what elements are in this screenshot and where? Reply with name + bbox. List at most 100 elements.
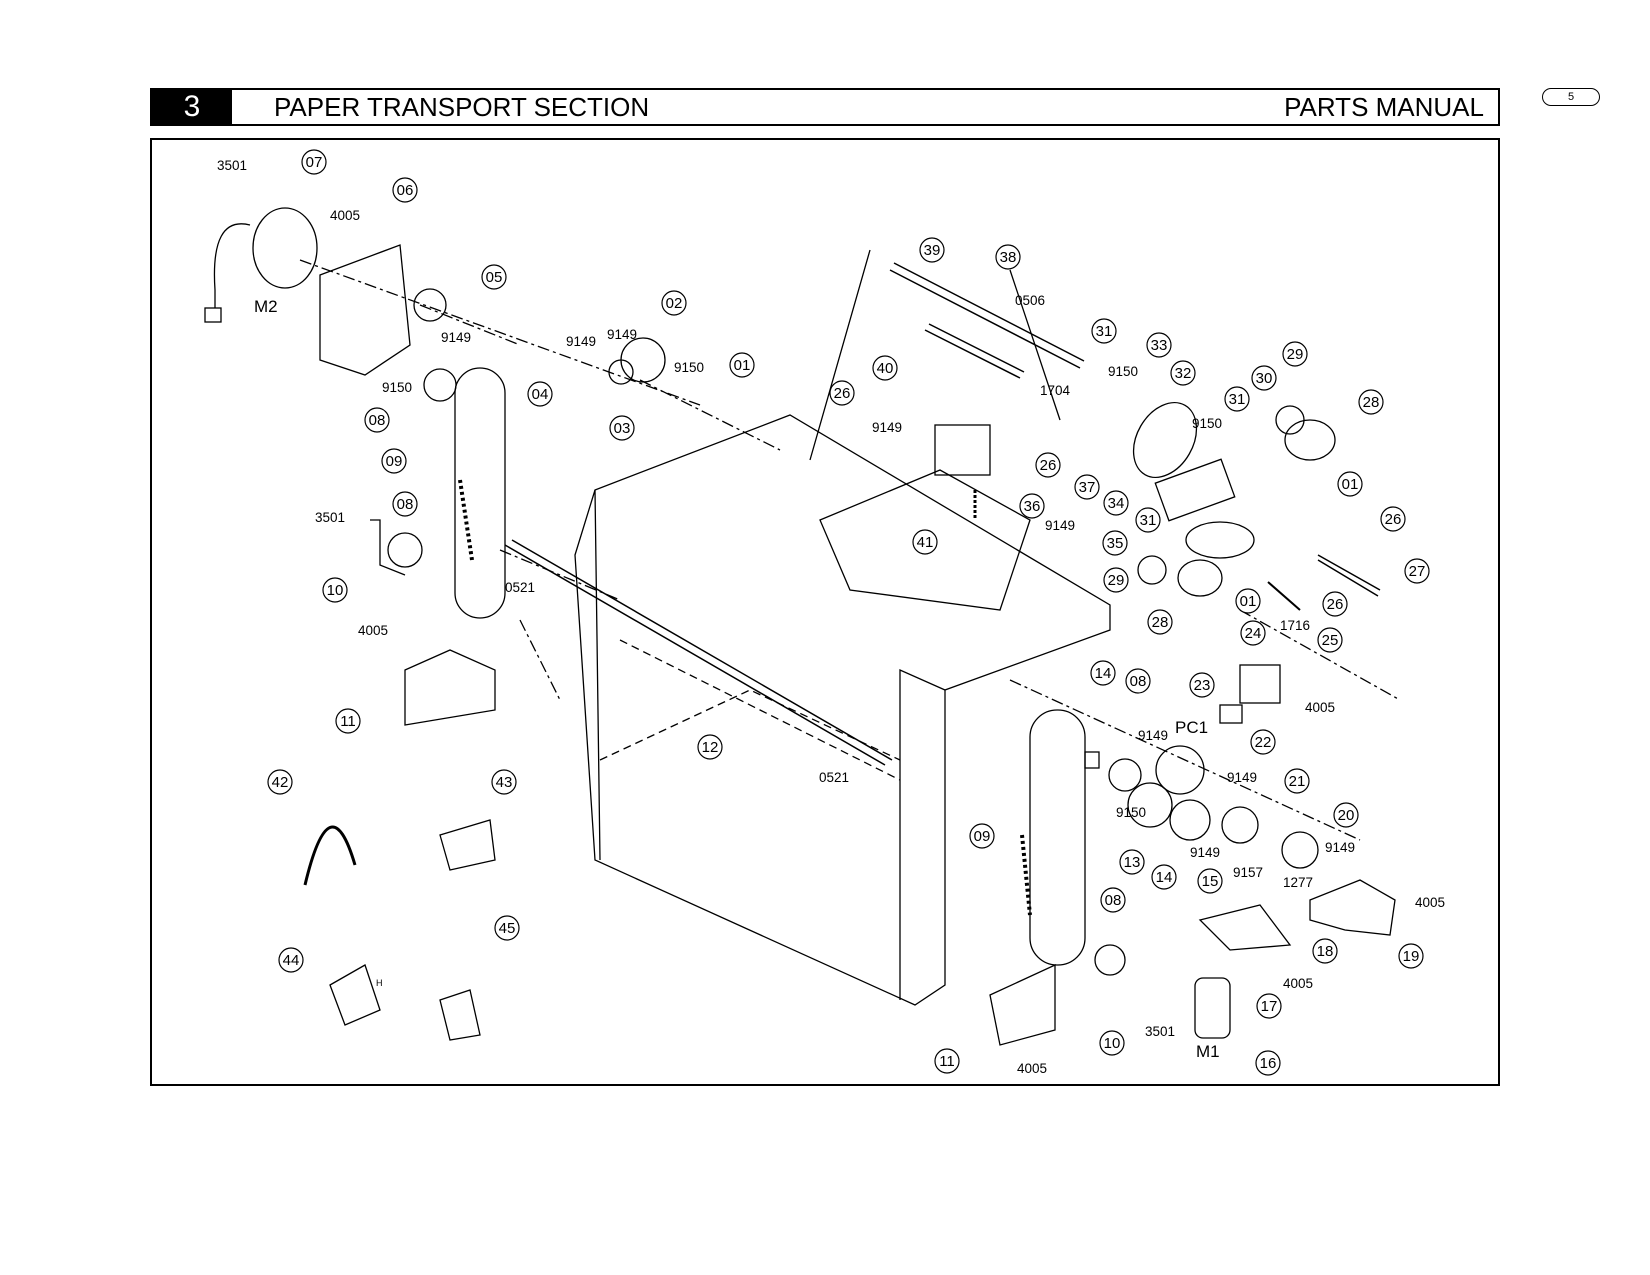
code-9149-g: 9149	[1227, 770, 1257, 785]
code-9149-b: 9149	[566, 334, 596, 349]
svg-text:19: 19	[1403, 948, 1420, 965]
callout-17: 17	[1256, 993, 1282, 1019]
roller-28-upper	[1284, 419, 1336, 461]
code-9157: 9157	[1233, 865, 1263, 880]
svg-text:25: 25	[1322, 632, 1339, 649]
callout-10b: 10	[1099, 1030, 1125, 1056]
callout-28a: 28	[1358, 389, 1384, 415]
callout-31b: 31	[1224, 386, 1250, 412]
callout-03: 03	[609, 415, 635, 441]
explode-line-left	[499, 549, 621, 701]
shaft-12	[504, 539, 893, 766]
callout-31a: 31	[1091, 318, 1117, 344]
code-3501-b: 3501	[315, 510, 345, 525]
callout-24: 24	[1240, 620, 1266, 646]
explode-line-right	[1009, 609, 1401, 841]
bracket-11-left	[404, 649, 496, 726]
screw-1716	[1267, 581, 1301, 611]
code-4005-c: 4005	[1305, 700, 1335, 715]
svg-text:28: 28	[1363, 394, 1380, 411]
svg-text:08: 08	[1130, 673, 1147, 690]
callout-35: 35	[1102, 530, 1128, 556]
gear-13	[1127, 782, 1173, 828]
callout-29a: 29	[1282, 341, 1308, 367]
callout-26b: 26	[1035, 452, 1061, 478]
bracket-callout-lines	[809, 249, 1061, 461]
svg-text:08: 08	[397, 496, 414, 513]
code-9149-h: 9149	[1190, 845, 1220, 860]
svg-text:45: 45	[499, 920, 516, 937]
page-number-badge: 5	[1542, 88, 1600, 106]
svg-text:21: 21	[1289, 773, 1306, 790]
code-0506: 0506	[1015, 293, 1045, 308]
svg-text:26: 26	[1327, 596, 1344, 613]
callout-04: 04	[527, 381, 553, 407]
frame-hidden-lines	[599, 639, 901, 781]
main-frame-outline	[574, 414, 1111, 1006]
svg-text:01: 01	[1240, 593, 1257, 610]
code-3501-c: 3501	[1145, 1024, 1175, 1039]
callout-28b: 28	[1147, 609, 1173, 635]
callout-11a: 11	[335, 708, 361, 734]
code-9150-a: 9150	[382, 380, 412, 395]
label-m2: M2	[254, 297, 278, 316]
chain-09-left	[458, 479, 474, 561]
code-4005-a: 4005	[330, 208, 360, 223]
code-9149-c: 9149	[607, 327, 637, 342]
callout-07: 07	[301, 149, 327, 175]
code-1277: 1277	[1283, 875, 1313, 890]
motor-m2-cable	[213, 223, 251, 308]
callout-14b: 14	[1151, 864, 1177, 890]
shaft-39	[924, 323, 1025, 379]
code-4005-e: 4005	[1283, 976, 1313, 991]
gear-14	[1169, 799, 1211, 841]
code-4005-d: 4005	[1415, 895, 1445, 910]
svg-text:20: 20	[1338, 807, 1355, 824]
svg-text:26: 26	[834, 385, 851, 402]
svg-text:29: 29	[1287, 346, 1304, 363]
code-9150-c: 9150	[1108, 364, 1138, 379]
sensor-plate-24	[1239, 664, 1281, 704]
callout-43: 43	[491, 769, 517, 795]
svg-text:31: 31	[1096, 323, 1113, 340]
label-pc1: PC1	[1175, 718, 1208, 737]
code-4005-b: 4005	[358, 623, 388, 638]
callout-13: 13	[1119, 849, 1145, 875]
roller-35	[1185, 521, 1255, 559]
chain-loop-left	[454, 367, 506, 619]
sprocket-08-upper	[423, 368, 457, 402]
svg-text:13: 13	[1124, 854, 1141, 871]
main-frame-edges	[594, 489, 946, 1000]
callout-26a: 26	[829, 380, 855, 406]
guide-plate	[819, 469, 1031, 611]
svg-text:05: 05	[486, 269, 503, 286]
callout-19: 19	[1398, 943, 1424, 969]
svg-text:15: 15	[1202, 873, 1219, 890]
callout-23: 23	[1189, 672, 1215, 698]
code-0521-b: 0521	[819, 770, 849, 785]
callout-22: 22	[1250, 729, 1276, 755]
svg-text:08: 08	[369, 412, 386, 429]
svg-text:36: 36	[1024, 498, 1041, 515]
gear-05	[413, 288, 447, 322]
callout-21: 21	[1284, 768, 1310, 794]
sprocket-08-lower	[1094, 944, 1126, 976]
svg-text:12: 12	[702, 739, 719, 756]
callout-25: 25	[1317, 627, 1343, 653]
code-9150-b: 9150	[674, 360, 704, 375]
callout-31c: 31	[1135, 507, 1161, 533]
svg-text:24: 24	[1245, 625, 1262, 642]
gear-20	[1281, 831, 1319, 869]
callout-37: 37	[1074, 474, 1100, 500]
svg-text:31: 31	[1229, 391, 1246, 408]
callout-40: 40	[872, 355, 898, 381]
callout-08c: 08	[1125, 668, 1151, 694]
callout-18: 18	[1312, 938, 1338, 964]
svg-text:10: 10	[327, 582, 344, 599]
callout-30: 30	[1251, 365, 1277, 391]
callout-01c: 01	[1235, 588, 1261, 614]
svg-text:31: 31	[1140, 512, 1157, 529]
svg-text:11: 11	[939, 1053, 955, 1070]
label-m1: M1	[1196, 1042, 1220, 1061]
svg-text:03: 03	[614, 420, 631, 437]
